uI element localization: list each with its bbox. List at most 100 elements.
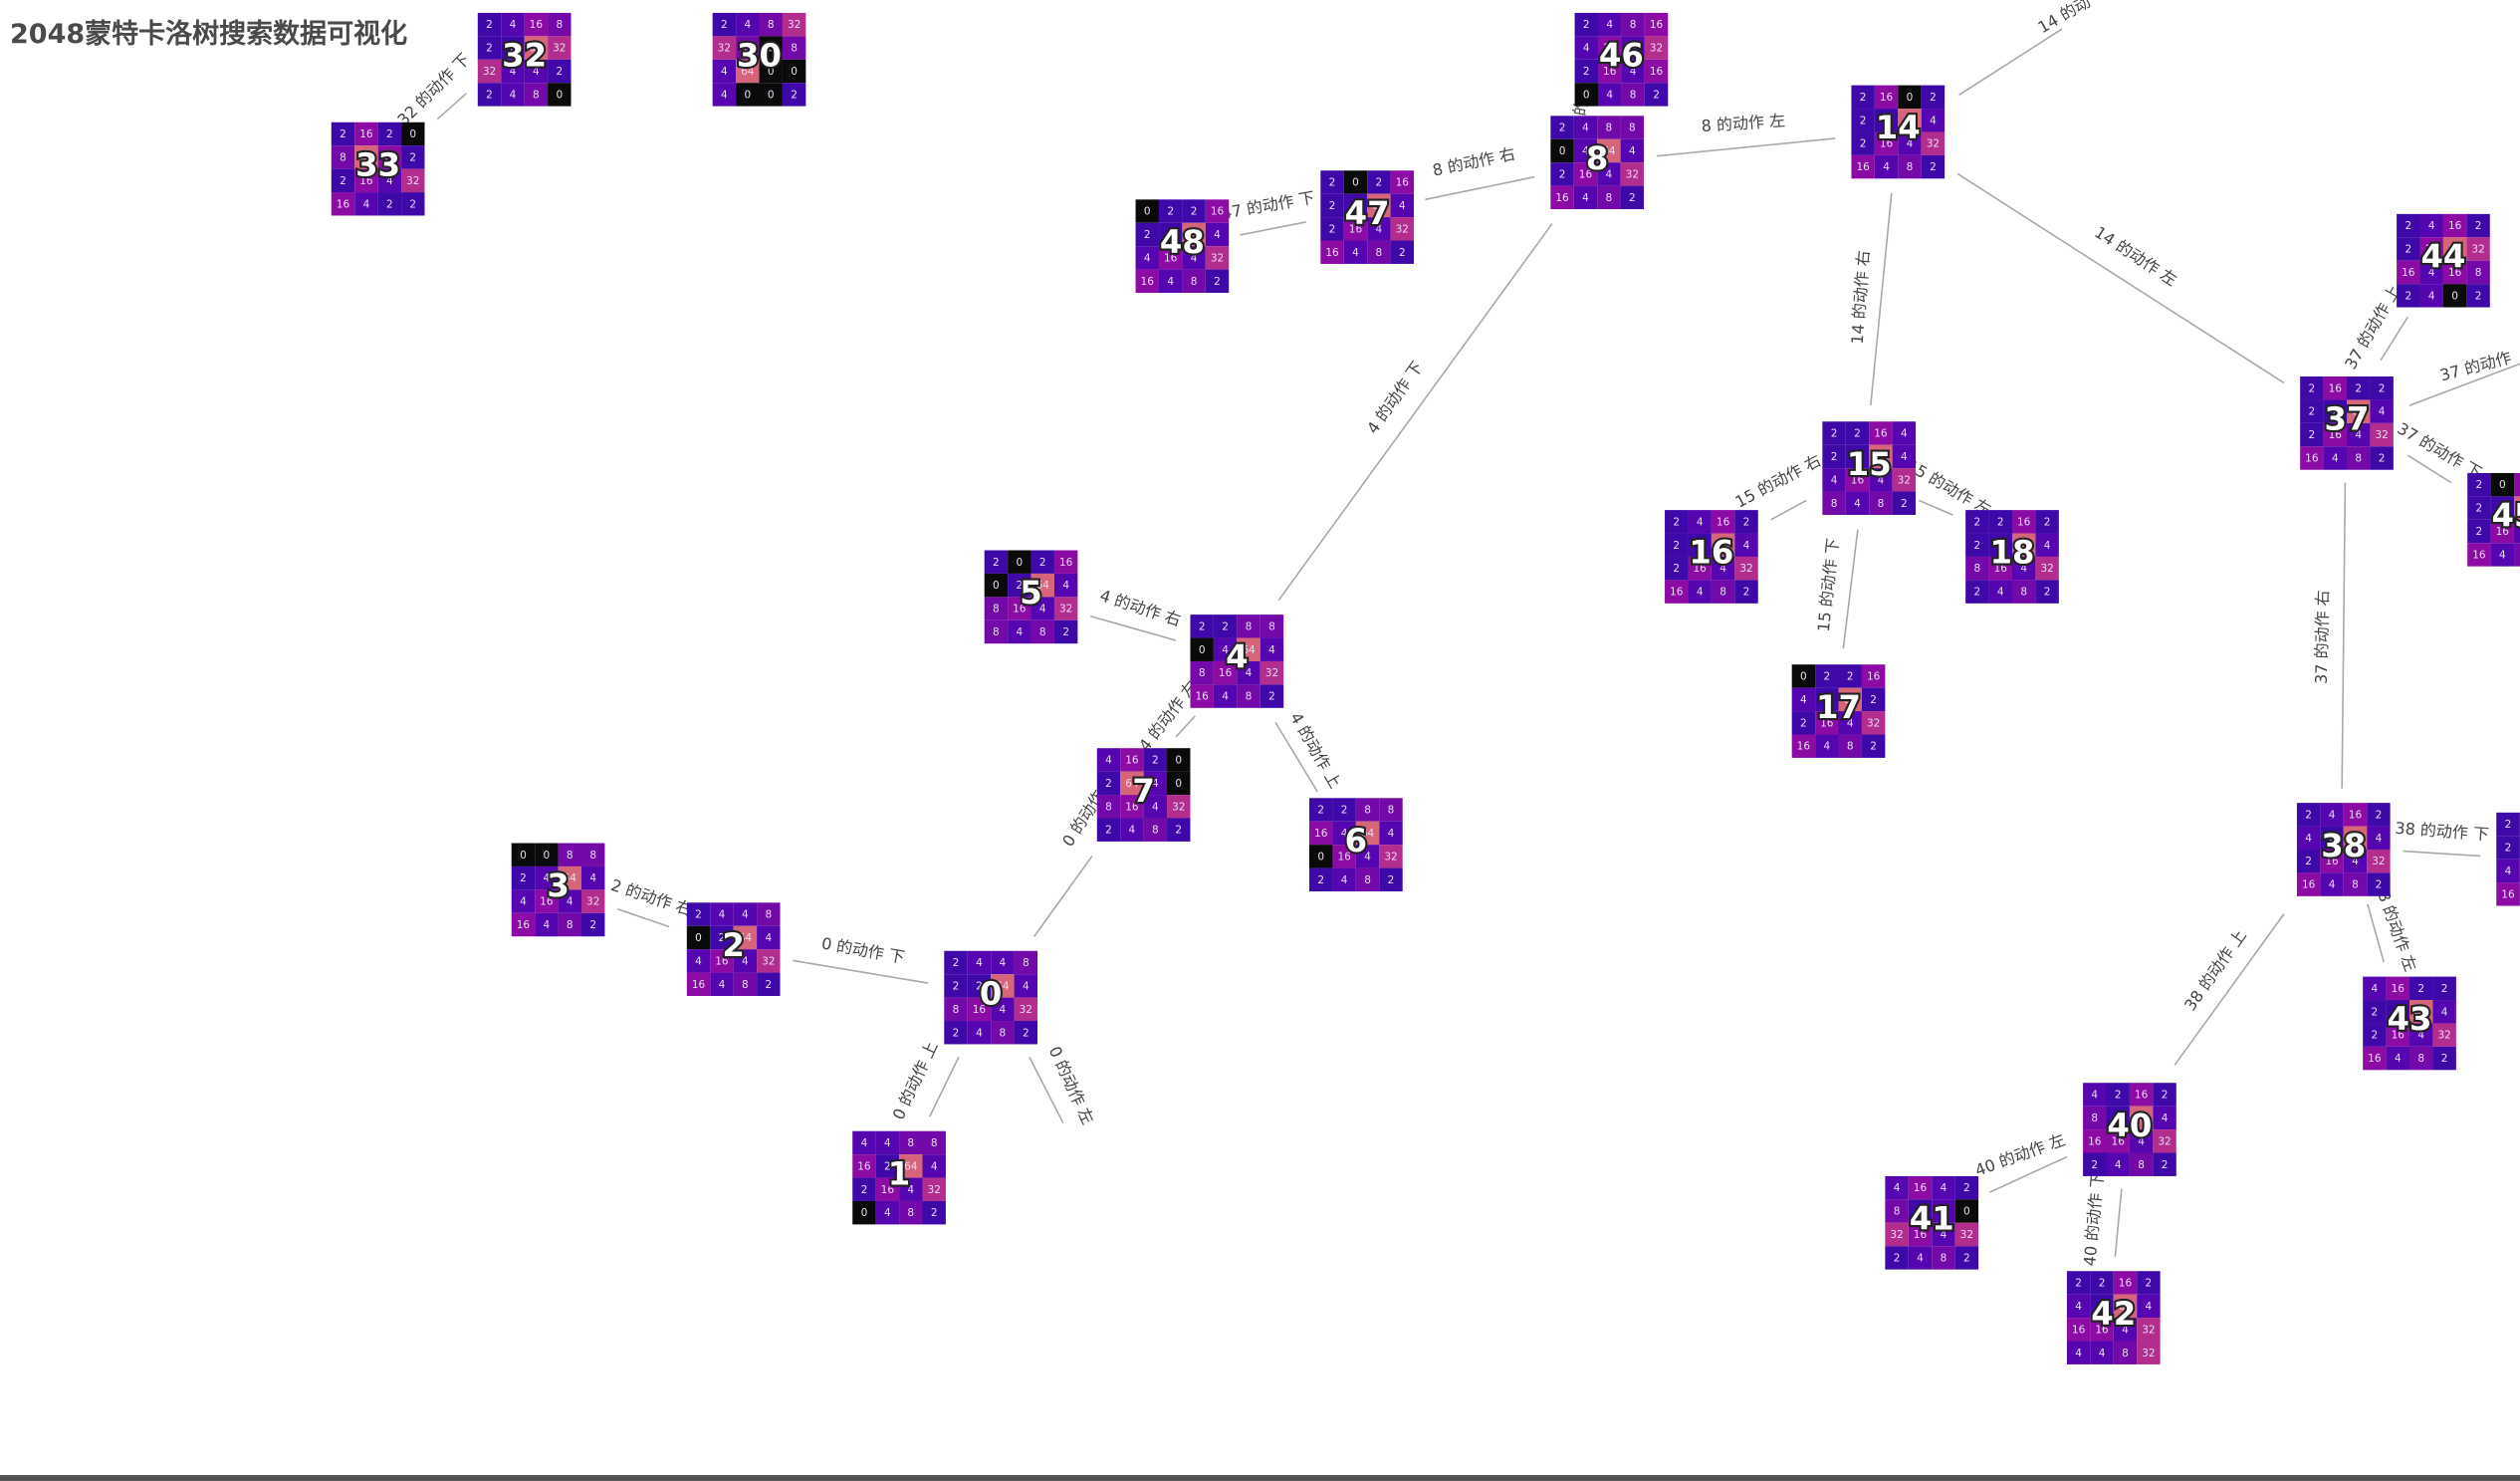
board-cell-value: 2 <box>765 979 772 991</box>
edge-line <box>1090 615 1177 641</box>
board-cell <box>733 925 758 950</box>
board-cell <box>354 122 378 146</box>
board-cell <box>2343 849 2368 873</box>
board-cell <box>2300 422 2324 447</box>
tree-node[interactable]: 24816226444164321648249 <box>2496 812 2520 906</box>
board-cell-value: 2 <box>2075 1278 2082 1290</box>
board-cell <box>1135 269 1159 294</box>
board-cell <box>1573 185 1598 210</box>
board-cell <box>535 889 559 913</box>
board-cell <box>2409 976 2433 1001</box>
board-cell-value: 4 <box>1399 200 1406 212</box>
bottom-scrollbar[interactable] <box>0 1475 2520 1481</box>
board-cell-value: 4 <box>1364 851 1371 863</box>
tree-edge: 0 的动作 下 <box>793 934 929 984</box>
board-cell <box>2466 213 2490 238</box>
board-cell <box>1838 687 1862 712</box>
board-cell-value: 16 <box>2017 516 2031 528</box>
board-cell-value: 32 <box>1739 563 1752 575</box>
board-cell-value: 32 <box>1960 1229 1973 1241</box>
board-cell-value: 0 <box>2499 479 2506 491</box>
board-cell <box>922 1177 946 1201</box>
board-cell-value: 2 <box>1901 498 1908 510</box>
board-cell-value: 8 <box>2122 1348 2129 1359</box>
board-cell-value: 2 <box>2379 453 2386 465</box>
board-cell <box>2011 556 2036 581</box>
board-cell <box>2106 1083 2130 1107</box>
board-cell-value: 8 <box>1629 123 1636 134</box>
board-cell-value: 8 <box>931 1137 938 1149</box>
board-cell-value: 2 <box>2476 479 2483 491</box>
board-cell-value: 4 <box>1129 825 1136 837</box>
board-cell-value: 16 <box>2329 382 2343 394</box>
tree-node[interactable]: 20162226442164321648245 <box>2467 472 2520 567</box>
board-cell-value: 64 <box>2448 244 2462 256</box>
board-cell <box>757 972 781 996</box>
board-cell <box>1379 821 1403 846</box>
board-cell-value: 2 <box>1167 229 1174 241</box>
board-cell-value: 4 <box>1847 717 1854 729</box>
board-cell-value: 16 <box>1325 247 1339 259</box>
edge-label: 15 的动作 左 <box>1904 456 1994 520</box>
board-cell <box>2419 213 2443 238</box>
board-cell <box>1143 748 1168 772</box>
board-cell <box>759 36 783 60</box>
board-cell-value: 16 <box>857 1160 871 1172</box>
board-cell <box>2466 260 2490 285</box>
board-cell <box>1574 12 1598 37</box>
board-cell <box>1597 59 1622 84</box>
board-cell-value: 2 <box>2115 1089 2122 1101</box>
board-cell-value: 4 <box>2329 879 2336 891</box>
board-cell-value: 0 <box>1199 644 1206 656</box>
board-cell <box>1791 711 1816 735</box>
edge-line <box>1770 499 1807 521</box>
node-id-label: 18 <box>1990 534 2035 572</box>
tree-edge: 32 的动作 下 <box>393 50 473 129</box>
tree-edge: 0 的动作 左 <box>1029 1044 1097 1127</box>
board-cell <box>1237 684 1260 708</box>
board-cell-value: 8 <box>1388 805 1395 817</box>
board-cell <box>354 192 378 216</box>
board-cell <box>733 972 758 996</box>
board-cell <box>1892 444 1917 469</box>
board-cell-value: 2 <box>1831 451 1838 463</box>
board-cell-value: 4 <box>765 932 772 944</box>
node-id-label: 2 <box>722 926 744 964</box>
edge-line <box>2367 903 2385 963</box>
board-cell-value: 2 <box>1974 587 1981 599</box>
board-cell <box>558 865 582 890</box>
board-cell-value: 4 <box>742 955 749 967</box>
board-cell <box>712 83 737 107</box>
board-cell <box>2467 496 2491 520</box>
board-cell-value: 8 <box>768 19 775 31</box>
board-cell <box>922 1200 946 1225</box>
